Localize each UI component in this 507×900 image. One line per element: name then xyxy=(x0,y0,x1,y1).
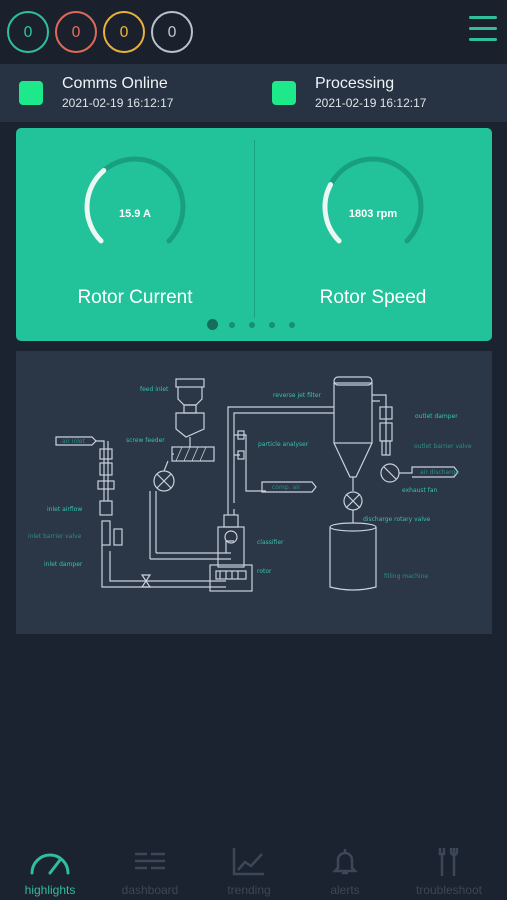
rotor-speed-gauge: 1803 rpm Rotor Speed xyxy=(254,128,492,341)
nav-label: highlights xyxy=(24,883,76,897)
nav-dashboard[interactable]: dashboard xyxy=(100,838,200,900)
nav-troubleshoot[interactable]: troubleshoot xyxy=(399,838,499,900)
status-title: Comms Online xyxy=(62,75,168,92)
diagram-label: classifier xyxy=(257,539,284,546)
diagram-label: feed inlet xyxy=(140,386,169,393)
status-comms: Comms Online 2021-02-19 16:12:17 xyxy=(19,64,239,122)
gauge-dial xyxy=(322,156,424,244)
diagram-label: particle analyser xyxy=(258,441,309,448)
diagram-label: air discharge xyxy=(420,469,459,476)
bottom-navigation: highlights dashboard trending alerts tro… xyxy=(0,838,507,900)
diagram-label: discharge rotary valve xyxy=(363,516,431,523)
status-title: Processing xyxy=(315,75,395,92)
gauge-value: 15.9 A xyxy=(118,208,151,220)
hamburger-menu-icon[interactable] xyxy=(469,16,497,46)
process-diagram: feed inlet reverse jet filter outlet dam… xyxy=(16,351,492,634)
gauge-icon xyxy=(30,853,70,875)
nav-alerts[interactable]: alerts xyxy=(295,838,395,900)
diagram-label: rotor xyxy=(257,568,272,575)
bell-icon xyxy=(331,849,359,875)
divider xyxy=(254,140,255,318)
diagram-label: comp. air xyxy=(272,484,301,491)
counter-green[interactable]: 0 xyxy=(7,11,49,53)
status-bar: Comms Online 2021-02-19 16:12:17 Process… xyxy=(0,64,507,122)
nav-label: trending xyxy=(227,883,271,897)
diagram-label: air inlet xyxy=(62,438,85,445)
diagram-label: reverse jet filter xyxy=(273,392,322,399)
page-indicator xyxy=(16,318,492,332)
diagram-label: exhaust fan xyxy=(402,487,438,494)
page-dot[interactable] xyxy=(206,319,218,330)
page-dot[interactable] xyxy=(289,322,295,328)
counter-grey[interactable]: 0 xyxy=(151,11,193,53)
nav-trending[interactable]: trending xyxy=(199,838,299,900)
gauge-carousel[interactable]: 15.9 A Rotor Current 1803 rpm Rotor Spee… xyxy=(16,128,492,341)
status-processing: Processing 2021-02-19 16:12:17 xyxy=(272,64,492,122)
nav-highlights[interactable]: highlights xyxy=(0,838,100,900)
counter-red[interactable]: 0 xyxy=(55,11,97,53)
counter-yellow[interactable]: 0 xyxy=(103,11,145,53)
diagram-label: screw feeder xyxy=(126,437,165,444)
diagram-label: filling machine xyxy=(384,573,429,580)
gauge-value: 1803 rpm xyxy=(348,208,398,220)
page-dot[interactable] xyxy=(229,322,235,328)
gauge-dial xyxy=(84,156,186,244)
nav-label: troubleshoot xyxy=(415,883,483,897)
diagram-label: inlet barrier valve xyxy=(28,533,82,540)
trending-icon xyxy=(232,848,264,876)
process-schematic xyxy=(55,376,459,592)
diagram-label: inlet damper xyxy=(44,561,83,568)
rotor-current-gauge: 15.9 A Rotor Current xyxy=(16,128,254,341)
status-indicator xyxy=(19,81,43,105)
diagram-label: inlet airflow xyxy=(47,506,83,513)
gauge-label: Rotor Current xyxy=(77,287,193,308)
top-bar: 0 0 0 0 xyxy=(0,0,507,64)
page-dot[interactable] xyxy=(269,322,275,328)
page-dot[interactable] xyxy=(249,322,255,328)
status-indicator xyxy=(272,81,296,105)
diagram-label: outlet barrier valve xyxy=(414,443,472,450)
nav-label: alerts xyxy=(330,883,360,897)
dashboard-icon xyxy=(135,852,165,870)
status-timestamp: 2021-02-19 16:12:17 xyxy=(315,96,427,110)
tools-icon xyxy=(438,848,459,876)
nav-label: dashboard xyxy=(121,883,179,897)
gauge-label: Rotor Speed xyxy=(319,287,427,308)
diagram-label: outlet damper xyxy=(415,413,458,420)
status-timestamp: 2021-02-19 16:12:17 xyxy=(62,96,174,110)
